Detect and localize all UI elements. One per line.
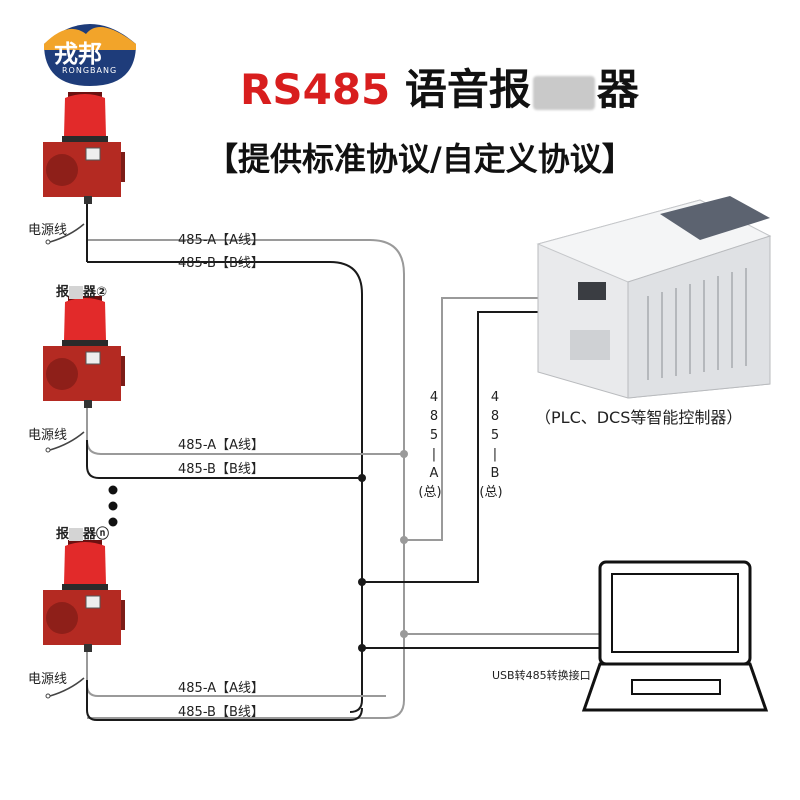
blurred-char	[69, 528, 84, 541]
plc-controller	[536, 196, 772, 399]
wire-a-label-1: 485-A【A线】	[178, 233, 265, 248]
power-label-2: 电源线	[28, 428, 68, 443]
page-subtitle: 【提供标准协议/自定义协议】	[206, 140, 634, 178]
junction-dot	[400, 450, 408, 458]
alarm-name-prefix: 报	[56, 527, 70, 542]
bus-a-line	[87, 239, 405, 719]
alarm2-b-wire	[86, 440, 362, 479]
wire-a-label-3: 485-A【A线】	[178, 681, 265, 696]
siren-alarm-2	[43, 296, 125, 408]
wire-b-label-3: 485-B【B线】	[178, 705, 264, 720]
blurred-char	[532, 75, 595, 110]
plc-caption: （PLC、DCS等智能控制器）	[535, 408, 743, 427]
plc-b-wire	[362, 311, 548, 583]
junction-dot	[358, 644, 366, 652]
alarm-name-suffix: 器②	[83, 285, 108, 300]
ellipsis-dot	[108, 501, 118, 511]
brand-logo: 戎邦 RONGBANG	[38, 10, 142, 86]
title-part2: 语音报	[404, 65, 531, 114]
ellipsis-dot	[108, 485, 118, 495]
junction-dot	[400, 630, 408, 638]
alarm-name-suffix: 器ⓝ	[83, 527, 110, 542]
ellipsis-dot	[108, 517, 118, 527]
junction-dot	[358, 474, 366, 482]
power-label-1: 电源线	[28, 223, 68, 238]
junction-dot	[400, 536, 408, 544]
alarm-name-prefix: 报	[56, 285, 70, 300]
siren-alarm-3	[43, 540, 125, 652]
title-rs485: RS485	[240, 65, 391, 114]
brand-sub: RONGBANG	[62, 66, 118, 75]
junction-dot	[358, 578, 366, 586]
alarm3-b-wire	[86, 680, 363, 721]
page-title: RS485 语音报 器	[240, 66, 639, 114]
wire-b-label-2: 485-B【B线】	[178, 462, 264, 477]
alarm-name-2: 报器②	[56, 281, 107, 300]
wire-b-label-1: 485-B【B线】	[178, 256, 264, 271]
laptop	[581, 560, 769, 712]
brand-name: 戎邦	[54, 40, 102, 68]
blurred-char	[69, 286, 84, 299]
power-label-3: 电源线	[28, 672, 68, 687]
siren-alarm-1	[43, 92, 125, 204]
power-lead	[49, 223, 85, 697]
alarm-name-3: 报器ⓝ	[56, 523, 109, 542]
plc-a-wire	[404, 297, 548, 541]
title-part3: 器	[596, 65, 639, 114]
wire-a-label-2: 485-A【A线】	[178, 438, 265, 453]
usb-label: USB转485转换接口	[492, 669, 591, 682]
bus-b-line	[87, 261, 363, 713]
